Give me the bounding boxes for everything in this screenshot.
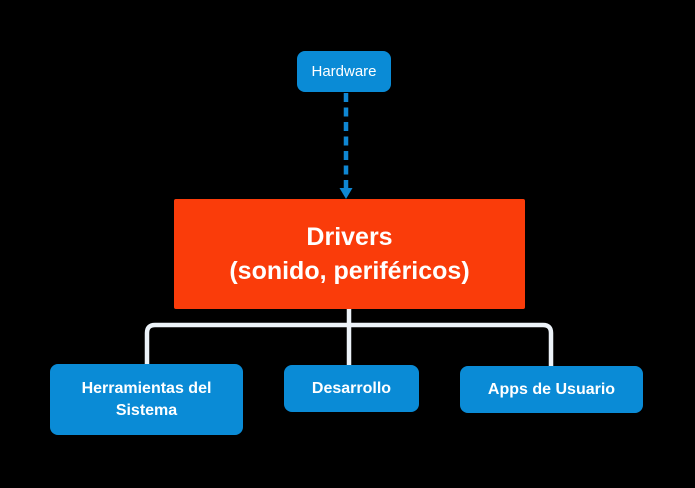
hardware-node-label: Hardware: [311, 63, 377, 80]
user-apps-node-label: Apps de Usuario: [487, 380, 616, 398]
drivers-node-label-line1: Drivers: [306, 223, 393, 251]
system-tools-node-label: Herramientas del Sistema: [81, 379, 212, 419]
hardware-node: Hardware: [297, 51, 391, 92]
arrowhead-icon: [339, 188, 353, 199]
drivers-node-label-line2: (sonido, periféricos): [229, 257, 470, 285]
drivers-node: Drivers (sonido, periféricos): [174, 199, 525, 309]
development-node: Desarrollo: [284, 365, 419, 412]
system-tools-node: Herramientas del Sistema: [50, 364, 243, 435]
user-apps-node: Apps de Usuario: [460, 366, 643, 413]
development-node-label: Desarrollo: [311, 379, 392, 397]
